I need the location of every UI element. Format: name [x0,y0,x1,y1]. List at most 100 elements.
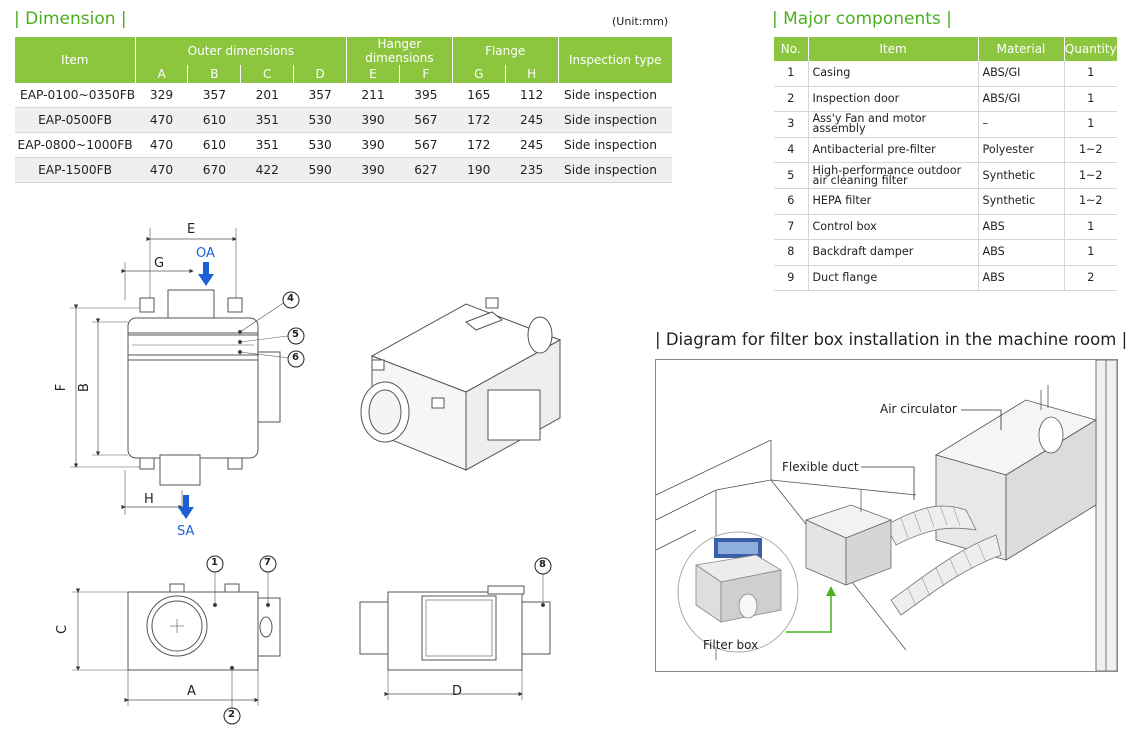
installation-diagram: Air circulator Flexible duct Filter box [655,359,1118,672]
dim-label-a: A [187,684,196,699]
dim-label-c: C [55,624,71,635]
dimension-value-cell: 470 [135,107,188,133]
dimension-value-cell: 357 [187,83,241,108]
component-item-cell: Ass'y Fan and motor assembly [807,111,978,138]
component-quantity-cell: 1 [1063,111,1117,138]
component-quantity-cell: 1 [1063,61,1117,87]
component-no-cell: 8 [774,239,808,266]
dimension-value-cell: 235 [505,157,559,183]
components-title: | Major components | [772,9,952,29]
component-quantity-cell: 2 [1063,265,1117,292]
model-cell: EAP-0500FB [15,107,136,133]
dimension-value-cell: 470 [135,132,188,158]
dimension-value-cell: 530 [293,107,347,133]
filter-box-label: Filter box [703,638,759,652]
airflow-arrows [178,262,214,519]
component-item-cell: Control box [807,214,978,241]
inspection-cell: Side inspection [558,107,672,133]
header-component-item: Item [807,37,978,61]
component-material-cell: Synthetic [977,162,1064,189]
dimension-value-cell: 165 [452,83,506,108]
dimension-value-cell: 211 [346,83,400,108]
header-b: B [187,65,241,83]
component-item-cell: Antibacterial pre-filter [807,137,978,164]
dim-label-f: F [54,383,70,392]
header-item: Item [15,37,136,83]
component-no-cell: 1 [774,61,808,87]
dimension-value-cell: 567 [399,107,453,133]
callout-circles [206,291,552,725]
dimension-value-cell: 172 [452,132,506,158]
component-no-cell: 9 [774,265,808,292]
callout-8: 8 [539,559,546,570]
header-no: No. [774,37,808,61]
installation-title: | Diagram for filter box installation in… [655,330,1128,349]
component-item-cell: HEPA filter [807,188,978,215]
dim-label-g: G [154,256,165,271]
dim-label-e: E [187,222,196,237]
component-item-cell: Inspection door [807,86,978,113]
header-g: G [451,65,506,83]
component-no-cell: 6 [774,188,808,215]
header-h: H [504,65,559,83]
header-hanger-dimensions: Hanger dimensions [346,37,453,65]
dimension-value-cell: 245 [505,132,559,158]
component-material-cell: ABS [977,265,1064,292]
dimension-value-cell: 357 [293,83,347,108]
model-cell: EAP-0800~1000FB [15,132,136,158]
filter-box-photo [677,531,799,653]
dimension-table: Item Outer dimensions Hanger dimensions … [15,37,672,183]
dimension-value-cell: 190 [452,157,506,183]
dimension-value-cell: 172 [452,107,506,133]
component-no-cell: 5 [774,162,808,189]
dim-label-d: D [452,684,463,699]
component-no-cell: 2 [774,86,808,113]
component-quantity-cell: 1~2 [1063,188,1117,215]
callout-1: 1 [211,557,218,568]
model-cell: EAP-1500FB [15,157,136,183]
component-material-cell: ABS/GI [977,86,1064,113]
unit-label: (Unit:mm) [612,15,669,28]
dim-label-h: H [144,492,154,507]
component-item-cell: Duct flange [807,265,978,292]
header-a: A [134,65,188,83]
component-quantity-cell: 1~2 [1063,162,1117,189]
dimension-value-cell: 112 [505,83,559,108]
dimension-value-cell: 245 [505,107,559,133]
dimension-value-cell: 351 [240,107,294,133]
installation-illustration [656,360,1117,671]
component-item-cell: Backdraft damper [807,239,978,266]
callout-7: 7 [264,557,271,568]
dimension-value-cell: 351 [240,132,294,158]
header-f: F [398,65,453,83]
side-view-left [72,572,281,708]
component-material-cell: ABS [977,214,1064,241]
header-inspection-type: Inspection type [557,37,672,83]
component-no-cell: 4 [774,137,808,164]
header-c: C [240,65,294,83]
dimension-value-cell: 329 [135,83,188,108]
inspection-cell: Side inspection [558,132,672,158]
component-material-cell: Polyester [977,137,1064,164]
dimension-title: | Dimension | [14,9,127,29]
inspection-cell: Side inspection [558,83,672,108]
component-quantity-cell: 1 [1063,214,1117,241]
component-item-cell: High-performance outdoor air cleaning fi… [807,162,978,189]
component-material-cell: ABS [977,239,1064,266]
dimension-value-cell: 590 [293,157,347,183]
dimension-value-cell: 470 [135,157,188,183]
header-outer-dimensions: Outer dimensions [134,37,347,65]
component-quantity-cell: 1 [1063,239,1117,266]
component-quantity-cell: 1~2 [1063,137,1117,164]
dimension-value-cell: 610 [187,132,241,158]
dimension-value-cell: 201 [240,83,294,108]
